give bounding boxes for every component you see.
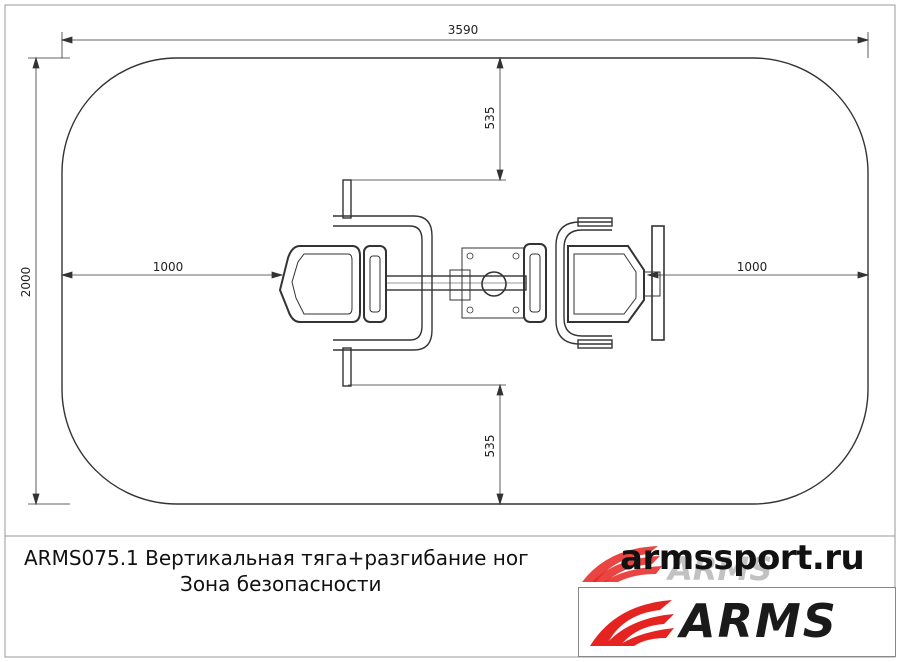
website-url: armssport.ru	[620, 538, 865, 578]
equipment-top-view	[278, 179, 665, 387]
left-seat	[278, 245, 361, 323]
dimension-bottom-clearance-label: 535	[483, 435, 497, 458]
dimension-bottom-clearance	[348, 383, 506, 506]
dimension-overall-depth-label: 2000	[19, 267, 33, 298]
dimension-top-clearance	[348, 56, 506, 182]
svg-text:ARMS: ARMS	[665, 550, 772, 588]
safety-zone-outline	[61, 57, 869, 505]
left-handle-top	[342, 179, 352, 219]
dimension-right-clearance	[646, 271, 870, 279]
dimension-overall-depth	[28, 56, 70, 506]
arms-watermark-logo: ARMS	[582, 546, 772, 588]
left-handle-bottom	[342, 347, 352, 387]
right-frame-bar	[555, 221, 612, 345]
dimension-right-clearance-label: 1000	[737, 260, 768, 274]
dimension-overall-width	[60, 32, 870, 58]
right-footplate	[651, 225, 665, 341]
dimension-overall-width-label: 3590	[448, 23, 479, 37]
right-seat	[567, 245, 645, 323]
sheet-frame	[4, 4, 896, 658]
dimension-top-clearance-label: 535	[483, 107, 497, 130]
dimension-left-clearance-label: 1000	[153, 260, 184, 274]
right-backrest	[523, 243, 547, 323]
pivot-hub	[481, 271, 507, 297]
drawing-subtitle: Зона безопасности	[180, 572, 382, 596]
product-title: ARMS075.1 Вертикальная тяга+разгибание н…	[24, 546, 529, 570]
dimension-left-clearance	[60, 271, 284, 279]
arms-logo-mark	[590, 600, 674, 646]
brand-logo-text: ARMS	[680, 594, 838, 648]
left-backrest	[363, 245, 387, 323]
